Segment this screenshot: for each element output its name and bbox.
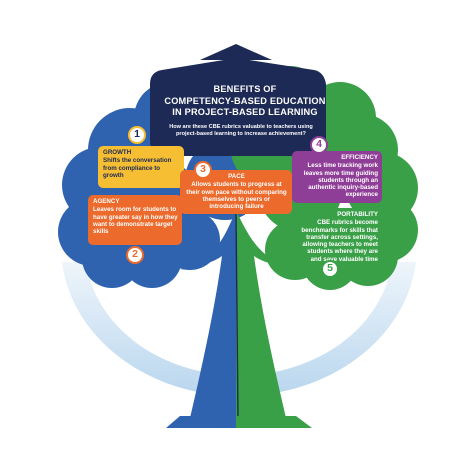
trunk-left: [180, 210, 238, 418]
number-badge-2: 2: [126, 246, 144, 264]
number-badge-4: 4: [310, 136, 328, 154]
benefit-text: Allows students to progress at their own…: [186, 181, 287, 211]
number-badge-5: 5: [321, 260, 339, 278]
benefit-text: Shifts the conversation from compliance …: [103, 157, 172, 179]
benefit-growth: GROWTH Shifts the conversation from comp…: [98, 146, 184, 188]
title-line-3: IN PROJECT-BASED LEARNING: [172, 107, 318, 117]
benefit-heading: PORTABILITY: [337, 211, 378, 218]
subtitle: How are these CBE rubrics valuable to te…: [169, 124, 313, 138]
trunk-right: [236, 210, 300, 418]
benefit-text: Less time tracking work leaves more time…: [303, 162, 378, 199]
benefit-heading: PACE: [228, 173, 245, 180]
number-badge-1: 1: [128, 126, 146, 144]
benefit-heading: AGENCY: [93, 198, 120, 205]
background-ring: [62, 262, 416, 397]
number-badge-3: 3: [194, 161, 212, 179]
title-banner: [150, 58, 326, 156]
benefit-heading: GROWTH: [103, 149, 132, 156]
benefit-heading: EFFICIENCY: [341, 154, 378, 161]
title-line-2: COMPETENCY-BASED EDUCATION: [164, 95, 326, 106]
tree-roots: [166, 416, 240, 428]
benefit-agency: AGENCY Leaves room for students to have …: [88, 195, 182, 245]
benefit-text: CBE rubrics become benchmarks for skills…: [301, 219, 378, 263]
title-line-1: BENEFITS OF: [213, 84, 277, 94]
title: BENEFITS OF COMPETENCY-BASED EDUCATION I…: [150, 84, 340, 119]
benefit-text: Leaves room for students to have greater…: [93, 206, 178, 236]
benefit-portability: PORTABILITY CBE rubrics become benchmark…: [292, 208, 382, 263]
benefit-efficiency: EFFICIENCY Less time tracking work leave…: [292, 151, 382, 203]
